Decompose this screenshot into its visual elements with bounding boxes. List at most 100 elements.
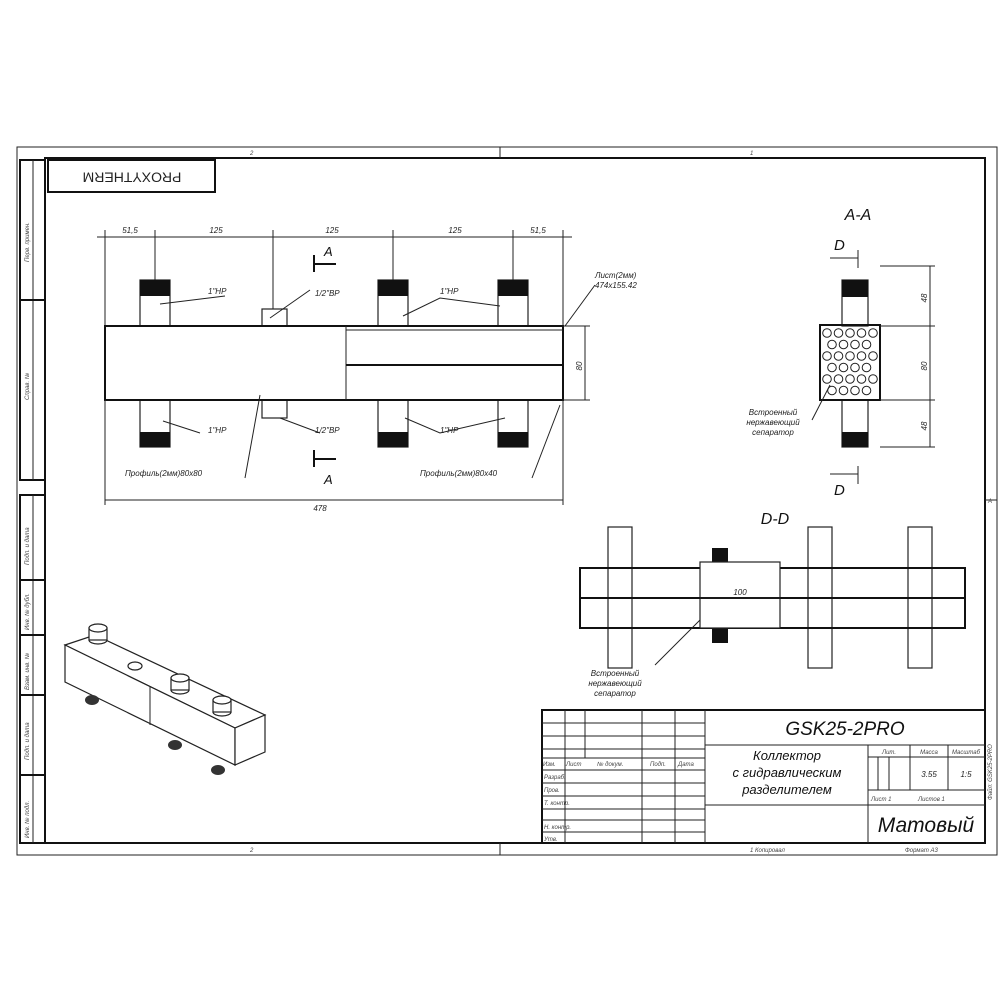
svg-text:Встроенный: Встроенный: [749, 408, 798, 417]
separator-hole: [838, 385, 849, 396]
separator-hole: [850, 385, 860, 396]
svg-text:Инв. № дубл.: Инв. № дубл.: [24, 593, 31, 630]
svg-text:Листов 1: Листов 1: [917, 797, 945, 803]
separator-hole: [856, 374, 867, 384]
svg-text:478: 478: [313, 504, 327, 513]
svg-text:80: 80: [920, 361, 929, 370]
svg-text:сепаратор: сепаратор: [594, 689, 636, 698]
svg-text:125: 125: [448, 226, 462, 235]
separator-hole: [822, 374, 832, 384]
svg-text:D-D: D-D: [761, 511, 790, 528]
copied-label: 1 Копировал: [750, 848, 785, 854]
svg-text:51,5: 51,5: [530, 226, 546, 235]
separator-hole: [838, 362, 849, 373]
svg-text:Коллектор: Коллектор: [753, 748, 821, 763]
svg-text:48: 48: [920, 421, 929, 430]
zone-label: 1: [750, 151, 753, 157]
brand-box: [47, 159, 216, 193]
svg-text:нержавеющий: нержавеющий: [588, 679, 642, 688]
section-aa: A-A D D 48 80 48 Встроенный нержавеющий …: [746, 207, 935, 499]
separator-hole: [827, 362, 837, 373]
svg-text:Справ. №: Справ. №: [24, 372, 31, 400]
separator-hole: [861, 339, 872, 350]
title-block: Изм. Лист № докум. Подп. Дата Разраб. Пр…: [541, 709, 986, 844]
separator-hole: [822, 328, 832, 338]
front-view: 51,5 125 125 125 51,5 A A 1"НР 1/2"ВР 1"…: [97, 226, 637, 513]
isometric-view: [63, 623, 267, 775]
svg-text:Масштаб: Масштаб: [952, 750, 981, 756]
svg-text:Т. контр.: Т. контр.: [544, 801, 570, 807]
separator-hole: [845, 374, 855, 384]
separator-hole: [856, 351, 867, 361]
svg-text:A-A: A-A: [844, 207, 872, 224]
separator-hole: [868, 351, 878, 361]
separator-holes: [822, 328, 878, 396]
separator-hole: [827, 339, 837, 350]
scale-value: 1:5: [960, 770, 972, 779]
svg-text:Лист: Лист: [565, 762, 581, 768]
separator-hole: [861, 385, 872, 396]
svg-text:Лист(2мм): Лист(2мм): [594, 271, 637, 280]
svg-text:Разраб.: Разраб.: [544, 775, 566, 781]
svg-text:A: A: [323, 472, 333, 487]
svg-text:Лит.: Лит.: [881, 750, 896, 756]
svg-text:1"НР: 1"НР: [440, 426, 459, 435]
separator-hole: [861, 362, 872, 373]
svg-text:Профиль(2мм)80x80: Профиль(2мм)80x80: [125, 469, 203, 478]
mass-value: 3.55: [921, 770, 937, 779]
svg-text:474x155.42: 474x155.42: [595, 281, 637, 290]
svg-text:1"НР: 1"НР: [208, 287, 227, 296]
svg-text:48: 48: [920, 293, 929, 302]
separator-hole: [833, 351, 844, 361]
svg-text:Утв.: Утв.: [543, 837, 558, 843]
svg-text:51,5: 51,5: [122, 226, 138, 235]
separator-hole: [833, 374, 844, 384]
separator-hole: [845, 328, 855, 338]
separator-hole: [838, 339, 849, 350]
svg-text:125: 125: [325, 226, 339, 235]
svg-text:Н. контр.: Н. контр.: [544, 825, 571, 831]
svg-text:A: A: [323, 244, 333, 259]
svg-text:Масса: Масса: [920, 750, 938, 756]
zone-label: A: [987, 499, 992, 505]
separator-hole: [850, 339, 860, 350]
svg-text:сепаратор: сепаратор: [752, 428, 794, 437]
separator-hole: [822, 351, 832, 361]
svg-text:Перв. примен.: Перв. примен.: [25, 222, 31, 262]
svg-text:D: D: [834, 482, 845, 499]
separator-hole: [833, 328, 844, 338]
svg-text:1"НР: 1"НР: [440, 287, 459, 296]
format-label: Формат A3: [905, 848, 938, 854]
svg-text:с гидравлическим: с гидравлическим: [733, 765, 842, 780]
svg-text:1"НР: 1"НР: [208, 426, 227, 435]
svg-text:нержавеющий: нержавеющий: [746, 418, 800, 427]
svg-text:Подп.: Подп.: [650, 762, 666, 768]
svg-text:100: 100: [733, 588, 747, 597]
svg-text:1/2"ВР: 1/2"ВР: [315, 289, 340, 298]
svg-text:Инв. № подл.: Инв. № подл.: [24, 801, 31, 838]
section-dd: D-D 100 Встроенный нержавеющий сепаратор: [579, 511, 966, 698]
svg-text:D: D: [834, 237, 845, 254]
svg-text:80: 80: [575, 361, 584, 370]
side-stamp: Перв. примен. Справ. № Подп. и дата Инв.…: [19, 159, 46, 844]
outer-frame: [16, 146, 998, 856]
file-label: Файл: GSK25-2PRO: [987, 744, 994, 800]
svg-text:Подп. и дата: Подп. и дата: [25, 722, 31, 760]
svg-text:Подп. и дата: Подп. и дата: [25, 527, 31, 565]
zone-label: 2: [249, 848, 254, 854]
separator-hole: [845, 351, 855, 361]
brand-logo: PROXYTHERM: [83, 169, 182, 185]
svg-text:Пров.: Пров.: [544, 788, 560, 794]
svg-text:Лист 1: Лист 1: [870, 797, 891, 803]
separator-hole: [856, 328, 867, 338]
svg-text:разделителем: разделителем: [741, 782, 832, 797]
svg-text:Дата: Дата: [677, 762, 694, 768]
separator-hole: [868, 374, 878, 384]
svg-text:Профиль(2мм)80x40: Профиль(2мм)80x40: [420, 469, 498, 478]
svg-text:Встроенный: Встроенный: [591, 669, 640, 678]
zone-label: 2: [249, 151, 254, 157]
separator-hole: [850, 362, 860, 373]
svg-text:Взам. инв. №: Взам. инв. №: [24, 652, 31, 690]
separator-hole: [868, 328, 878, 338]
